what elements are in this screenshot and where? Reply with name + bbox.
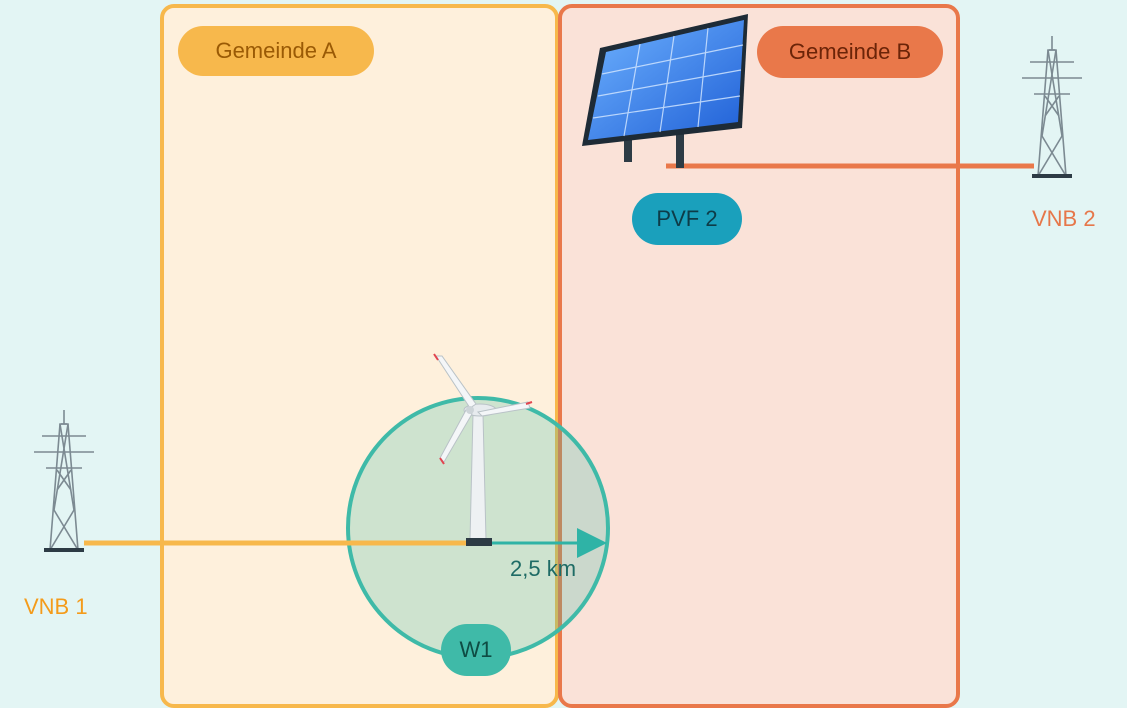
radius-distance-label: 2,5 km [510, 556, 577, 581]
wind-turbine-icon [433, 353, 533, 546]
gemeinde-a-label: Gemeinde A [178, 26, 374, 76]
power-pylon-icon [34, 410, 94, 552]
vnb1-label: VNB 1 [24, 594, 88, 619]
solar-panel-icon [582, 14, 748, 168]
wind-node-label: W1 [441, 624, 511, 676]
pvf-node-label: PVF 2 [632, 193, 742, 245]
gemeinde-b-label: Gemeinde B [757, 26, 943, 78]
vnb2-label: VNB 2 [1032, 206, 1096, 231]
gemeinde-a-zone [160, 4, 559, 708]
power-pylon-icon [1022, 36, 1082, 178]
